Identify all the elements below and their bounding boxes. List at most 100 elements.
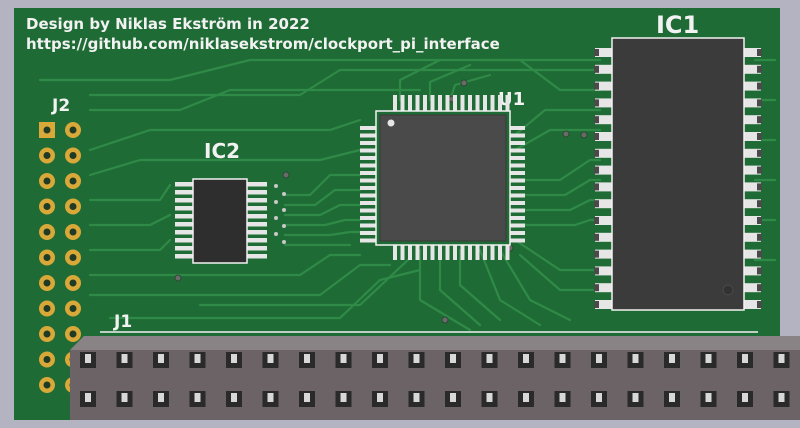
u1-pin-top: [430, 95, 435, 111]
u1-pin-left: [360, 148, 376, 153]
u1-pin-left: [360, 163, 376, 168]
ic1-pin-left-tip: [594, 82, 599, 90]
j2-pad-hole: [43, 203, 51, 210]
ic1-pin-right: [744, 165, 761, 175]
j1-pin: [413, 354, 420, 363]
via: [174, 274, 182, 282]
via: [441, 316, 449, 324]
u1-pin-right: [510, 133, 525, 138]
j2-pad-hole: [69, 279, 77, 287]
ic2-pin-right: [247, 222, 267, 227]
u1-pin-right: [510, 208, 525, 213]
ic1-pin-right: [744, 283, 761, 293]
u1-pin-top: [468, 95, 472, 111]
trace: [88, 148, 362, 177]
ic1-pin-left: [595, 115, 612, 125]
j1-pin: [340, 393, 347, 402]
j1-pin: [121, 354, 128, 363]
trace: [448, 73, 492, 102]
u1-pin-top: [490, 95, 495, 111]
j2-pad-hole: [69, 305, 77, 312]
ic2-via: [274, 216, 278, 220]
j1-header-top: [70, 336, 800, 350]
u1-pin-bottom: [468, 245, 472, 260]
ic1-pin-left: [595, 132, 612, 141]
j1-pin: [450, 393, 456, 402]
j1-pin: [778, 354, 785, 363]
u1-pin-right: [510, 156, 525, 160]
credit-line-1: Design by Niklas Ekström in 2022: [26, 15, 310, 33]
ic1-designator: IC1: [656, 11, 699, 39]
j1-pin: [377, 354, 383, 363]
ic1-pin-left-tip: [594, 116, 599, 124]
u1-pin-bottom: [430, 245, 435, 260]
ic2-pin-left: [175, 254, 193, 259]
ic2-via: [274, 232, 278, 236]
j2-pad-hole: [69, 177, 77, 185]
trace: [88, 253, 362, 277]
u1-pin-left: [360, 178, 376, 183]
u1-pin-right: [510, 126, 525, 130]
j1-pin: [121, 393, 128, 402]
ic2-pin-right: [247, 230, 267, 235]
trace: [438, 248, 482, 327]
trace: [513, 178, 602, 197]
ic2-via: [282, 240, 286, 244]
credit-line-2: https://github.com/niklasekstrom/clockpo…: [26, 35, 500, 53]
u1-pin-bottom: [505, 245, 510, 260]
j1-pin: [158, 354, 164, 363]
j1-pin: [450, 354, 456, 363]
trace: [478, 58, 602, 92]
u1-outline: [375, 110, 511, 246]
ic1-pin-left-tip: [594, 301, 599, 308]
j1-pin: [742, 393, 748, 402]
trace: [398, 58, 442, 102]
u1-pin-top: [423, 95, 427, 111]
u1-pin-bottom: [460, 245, 465, 260]
u1-chip: [379, 114, 507, 242]
j1-pin: [596, 354, 602, 363]
j2-pad-hole: [69, 330, 77, 338]
ic1-pin-right: [744, 64, 761, 74]
trace: [88, 238, 172, 252]
ic1-pin-right: [744, 216, 761, 225]
ic1-pin-right-tip: [757, 166, 762, 174]
j1-pin: [705, 354, 712, 363]
j2-pad-hole: [43, 305, 51, 312]
ic1-pin-right: [744, 132, 761, 141]
j1-header-body: [70, 350, 800, 420]
j2-pad-hole: [69, 152, 77, 159]
ic1-pin-left: [595, 148, 612, 158]
u1-pin-bottom: [423, 245, 427, 260]
trace: [428, 63, 472, 102]
ic2-via: [282, 224, 286, 228]
j1-pin: [377, 393, 383, 402]
j1-designator: J1: [113, 312, 132, 332]
j2-pad-hole: [43, 356, 51, 363]
ic1-pin-right-tip: [757, 267, 762, 275]
u1-pin-bottom: [415, 245, 420, 260]
ic1-pin-left: [595, 266, 612, 276]
trace: [283, 203, 362, 217]
ic1-pin-right: [744, 81, 761, 91]
u1-pin-left: [360, 193, 376, 198]
u1-pins: [360, 95, 525, 260]
j2-pad-hole: [43, 126, 51, 134]
j1-pin: [778, 393, 785, 402]
ic2-pin-left: [175, 214, 193, 219]
ic1-pin-left-tip: [594, 250, 599, 258]
trace: [88, 183, 172, 202]
trace: [418, 248, 472, 332]
u1-pin-left: [360, 171, 376, 175]
trace: [458, 248, 502, 322]
ic2-designator: IC2: [204, 139, 240, 163]
u1-pin-top: [438, 95, 442, 111]
u1-pin-left: [360, 186, 376, 190]
u1-pin-right: [510, 193, 525, 198]
u1-pin-bottom: [393, 245, 397, 260]
u1-pin-top: [475, 95, 480, 111]
ic1-pin-right-tip: [757, 149, 762, 157]
ic1-pin-left-tip: [594, 99, 599, 107]
j1-pin: [85, 354, 91, 363]
ic1-pin-right-tip: [757, 217, 762, 224]
